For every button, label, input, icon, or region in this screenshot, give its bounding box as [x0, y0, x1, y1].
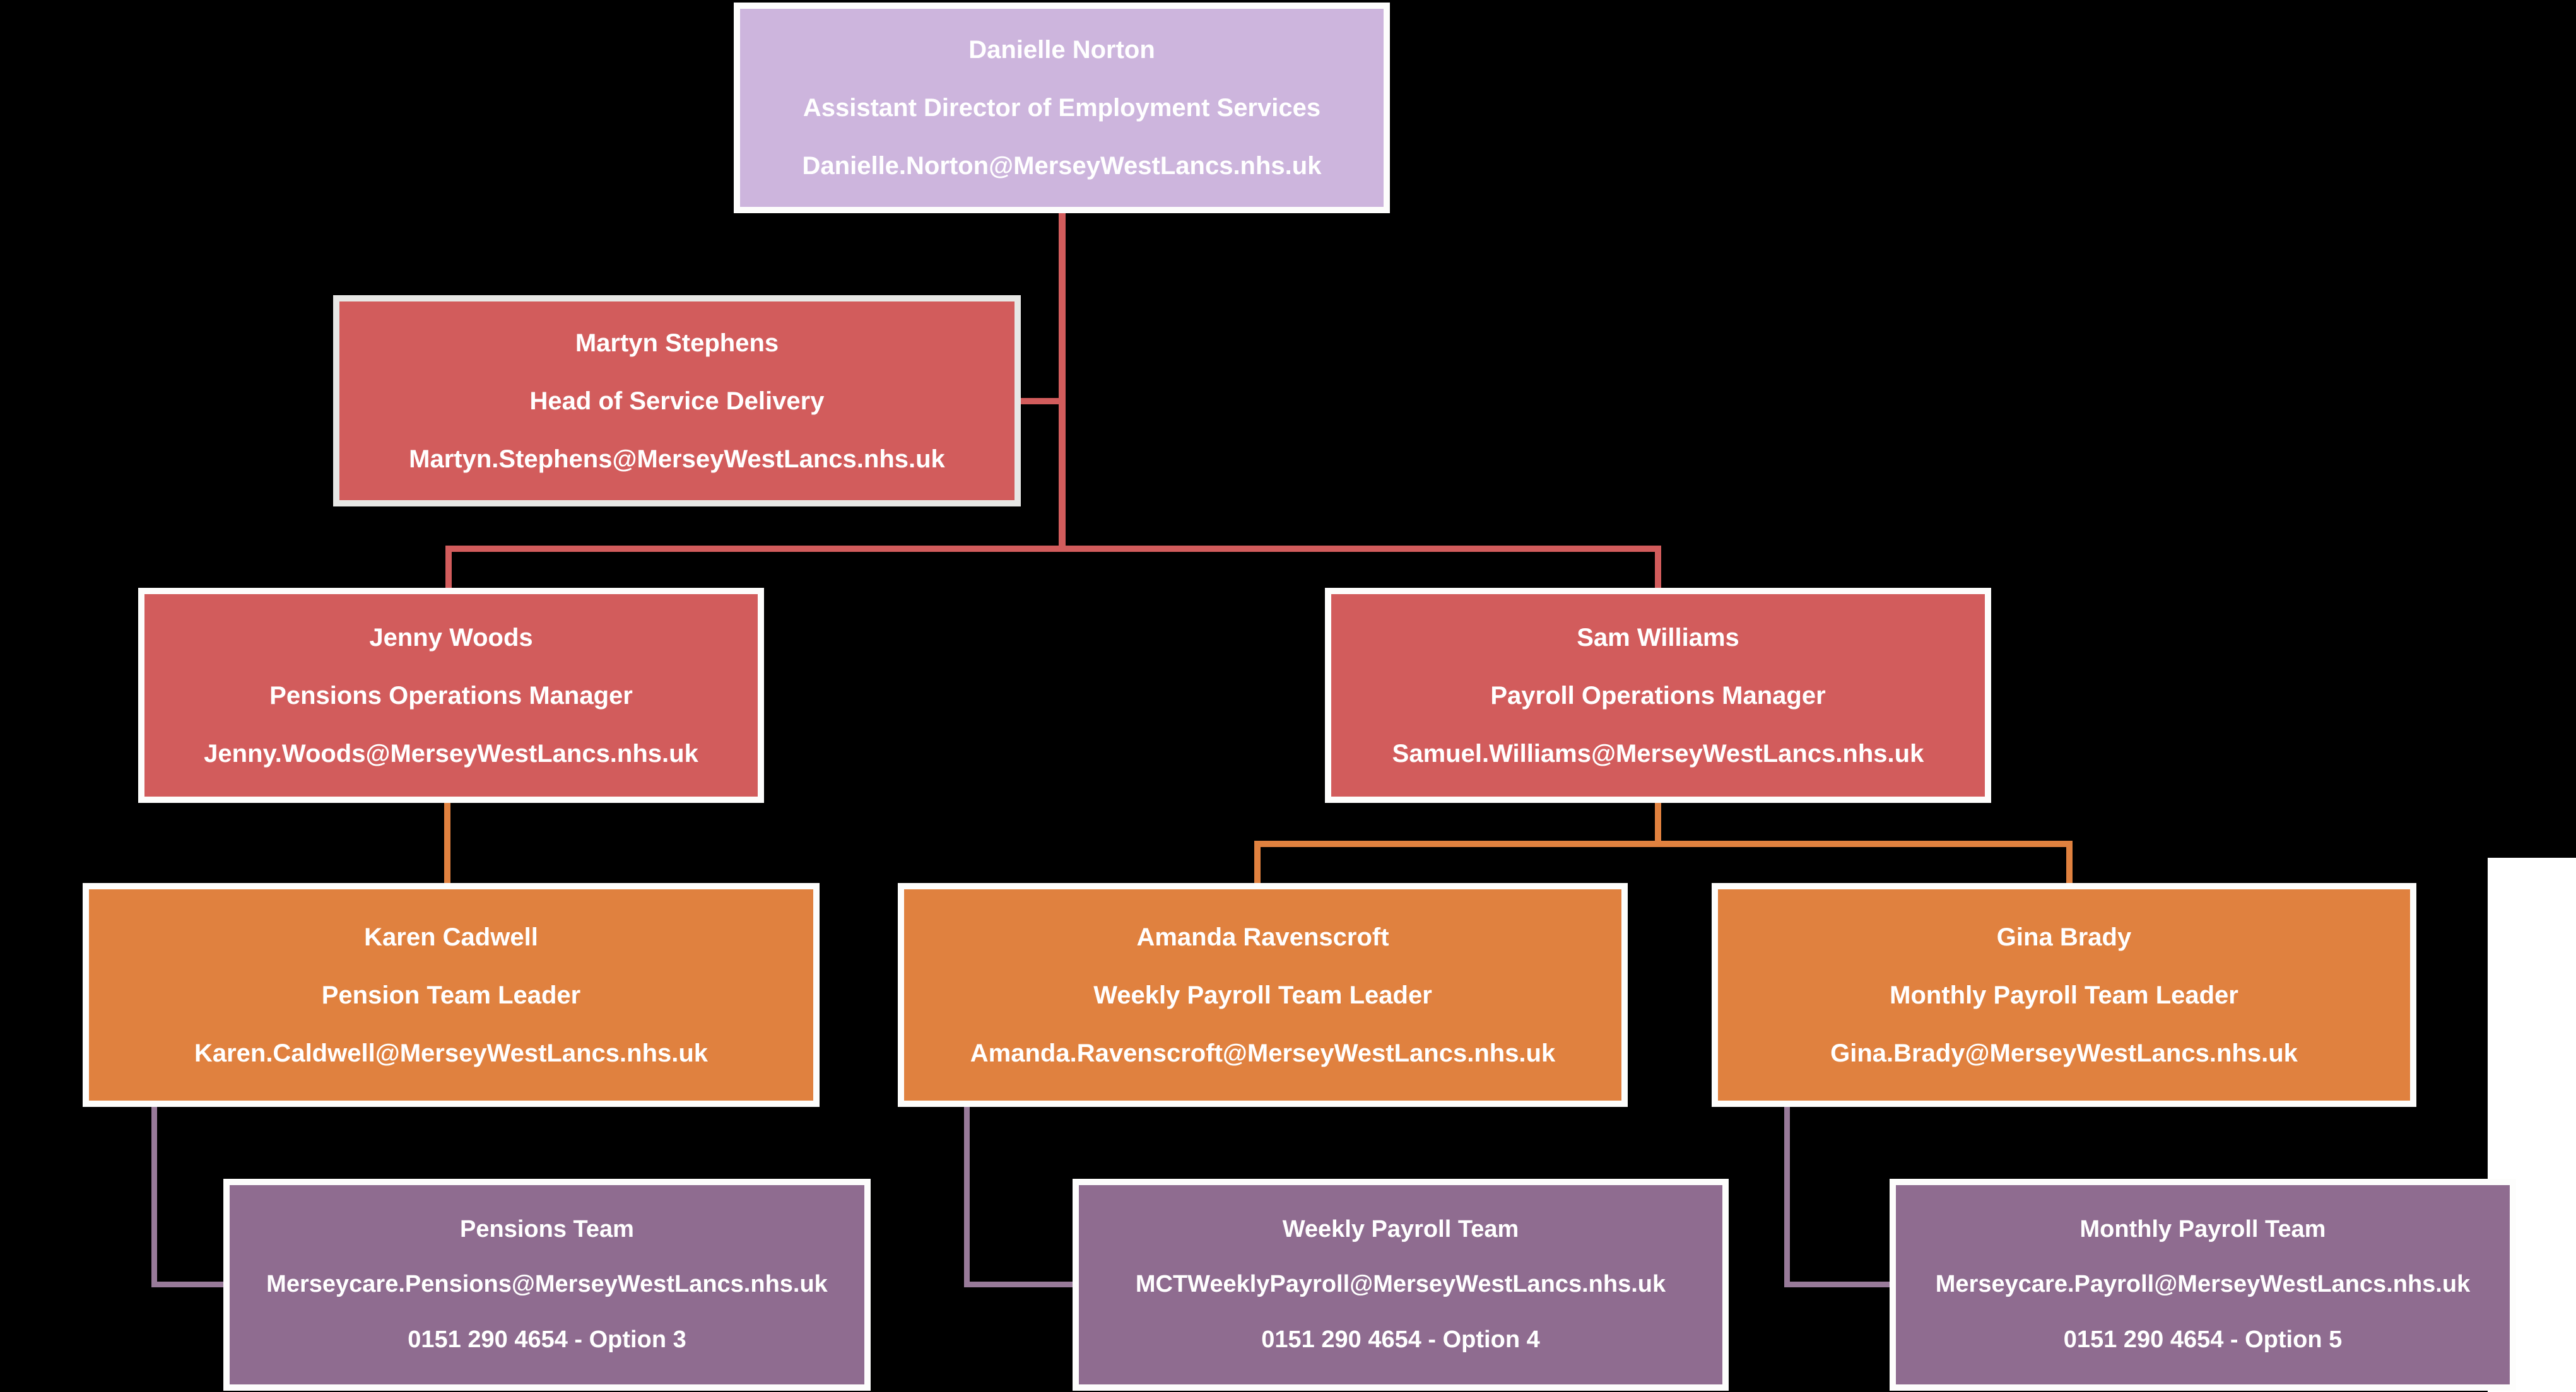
- node-email: Jenny.Woods@MerseyWestLancs.nhs.uk: [204, 739, 698, 768]
- node-email: Amanda.Ravenscroft@MerseyWestLancs.nhs.u…: [970, 1039, 1556, 1067]
- node-email: Martyn.Stephens@MerseyWestLancs.nhs.uk: [409, 445, 945, 473]
- node-email: Karen.Caldwell@MerseyWestLancs.nhs.uk: [194, 1039, 709, 1067]
- node-name: Martyn Stephens: [575, 329, 779, 357]
- connector-karen-to-pensions-horizontal: [151, 1282, 223, 1287]
- team-name: Weekly Payroll Team: [1282, 1215, 1519, 1243]
- team-email: MCTWeeklyPayroll@MerseyWestLancs.nhs.uk: [1135, 1271, 1666, 1298]
- team-email: Merseycare.Payroll@MerseyWestLancs.nhs.u…: [1935, 1271, 2471, 1298]
- team-name: Monthly Payroll Team: [2079, 1215, 2326, 1243]
- team-email: Merseycare.Pensions@MerseyWestLancs.nhs.…: [266, 1271, 828, 1298]
- org-node-amanda-ravenscroft: Amanda Ravenscroft Weekly Payroll Team L…: [898, 883, 1628, 1107]
- team-name: Pensions Team: [460, 1215, 634, 1243]
- node-email: Gina.Brady@MerseyWestLancs.nhs.uk: [1830, 1039, 2298, 1067]
- node-title: Monthly Payroll Team Leader: [1890, 981, 2238, 1009]
- connector-stem-sam: [1655, 802, 1661, 841]
- org-node-weekly-payroll-team: Weekly Payroll Team MCTWeeklyPayroll@Mer…: [1073, 1179, 1729, 1391]
- node-title: Payroll Operations Manager: [1490, 681, 1826, 710]
- team-phone: 0151 290 4654 - Option 5: [2063, 1326, 2343, 1353]
- connector-bar-payroll-leaders: [1254, 841, 2073, 847]
- node-title: Head of Service Delivery: [529, 387, 825, 415]
- node-title: Assistant Director of Employment Service…: [803, 94, 1321, 122]
- org-node-martyn-stephens: Martyn Stephens Head of Service Delivery…: [333, 295, 1021, 506]
- connector-gina-to-monthly-horizontal: [1784, 1282, 1890, 1287]
- node-name: Karen Cadwell: [364, 923, 538, 951]
- org-node-karen-cadwell: Karen Cadwell Pension Team Leader Karen.…: [83, 883, 820, 1107]
- connector-amanda-to-weekly-vertical: [964, 1107, 970, 1287]
- org-node-pensions-team: Pensions Team Merseycare.Pensions@Mersey…: [223, 1179, 871, 1391]
- connector-drop-jenny: [445, 552, 452, 588]
- connector-drop-gina: [2066, 847, 2073, 883]
- node-title: Weekly Payroll Team Leader: [1093, 981, 1432, 1009]
- connector-gina-to-monthly-vertical: [1784, 1107, 1790, 1287]
- connector-stem-danielle: [1059, 213, 1066, 552]
- org-node-danielle-norton: Danielle Norton Assistant Director of Em…: [734, 3, 1390, 213]
- team-phone: 0151 290 4654 - Option 3: [408, 1326, 686, 1353]
- connector-drop-amanda: [1254, 847, 1261, 883]
- org-node-gina-brady: Gina Brady Monthly Payroll Team Leader G…: [1712, 883, 2416, 1107]
- connector-branch-martyn: [1021, 398, 1060, 404]
- connector-jenny-to-karen: [444, 802, 450, 883]
- connector-drop-sam: [1655, 552, 1661, 588]
- connector-bar-managers: [445, 546, 1661, 552]
- node-name: Gina Brady: [1996, 923, 2132, 951]
- team-phone: 0151 290 4654 - Option 4: [1261, 1326, 1540, 1353]
- node-name: Sam Williams: [1577, 623, 1739, 652]
- node-name: Danielle Norton: [968, 36, 1155, 64]
- node-title: Pension Team Leader: [321, 981, 581, 1009]
- node-title: Pensions Operations Manager: [269, 681, 633, 710]
- node-name: Jenny Woods: [369, 623, 533, 652]
- node-name: Amanda Ravenscroft: [1136, 923, 1389, 951]
- node-email: Samuel.Williams@MerseyWestLancs.nhs.uk: [1392, 739, 1924, 768]
- connector-karen-to-pensions-vertical: [151, 1107, 157, 1287]
- org-node-monthly-payroll-team: Monthly Payroll Team Merseycare.Payroll@…: [1890, 1179, 2516, 1391]
- org-node-jenny-woods: Jenny Woods Pensions Operations Manager …: [138, 588, 764, 803]
- org-node-sam-williams: Sam Williams Payroll Operations Manager …: [1325, 588, 1991, 803]
- connector-amanda-to-weekly-horizontal: [964, 1282, 1073, 1287]
- node-email: Danielle.Norton@MerseyWestLancs.nhs.uk: [802, 152, 1322, 180]
